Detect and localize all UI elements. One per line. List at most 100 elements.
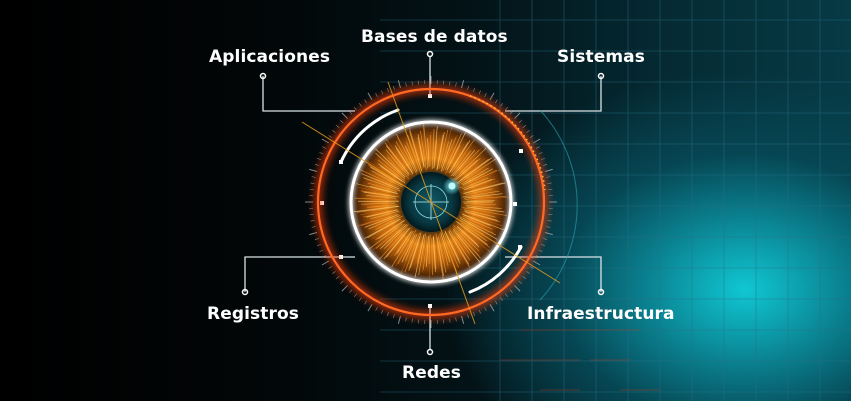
iris-fiber	[423, 124, 429, 169]
iris-fiber	[452, 230, 470, 254]
connector-dot	[597, 288, 605, 296]
iris-fiber	[436, 135, 444, 171]
hud-tick	[310, 182, 315, 184]
iris-fiber	[459, 216, 497, 236]
hud-tick	[367, 92, 373, 101]
iris-fiber	[459, 168, 486, 185]
hud-tick	[328, 266, 333, 269]
iris-fiber	[358, 187, 399, 196]
iris-fiber	[385, 145, 410, 175]
hud-tick	[411, 318, 413, 323]
hud-tick	[309, 168, 318, 172]
hud-tick	[314, 238, 319, 240]
connector-logs	[244, 256, 355, 292]
iris-fiber	[375, 220, 404, 240]
hud-tick	[505, 293, 509, 298]
iris-fiber	[418, 233, 427, 276]
iris-fiber	[377, 159, 406, 182]
iris-fiber	[453, 224, 480, 252]
hud-tick	[411, 81, 413, 86]
iris-fiber	[448, 142, 469, 174]
hud-tick	[518, 120, 522, 124]
hud-tick	[349, 111, 353, 115]
hud-tick	[381, 90, 384, 95]
hud-tick	[546, 176, 551, 178]
iris-fiber	[460, 222, 488, 242]
iris-fiber	[375, 215, 403, 230]
iris-fiber	[448, 230, 470, 265]
hud-tick	[484, 93, 487, 97]
iris-fiber	[465, 204, 502, 210]
iris-fiber	[456, 221, 488, 246]
iris-fiber	[376, 155, 406, 181]
iris-fiber	[353, 205, 399, 213]
iris-fiber	[451, 139, 475, 173]
hud-tick	[543, 164, 548, 166]
iris-fiber	[368, 223, 403, 250]
iris-fiber	[396, 230, 412, 254]
iris-fiber	[453, 147, 487, 180]
iris-fiber	[385, 138, 413, 177]
iris-fiber	[440, 127, 452, 169]
hud-tick	[341, 285, 348, 292]
iris-fiber	[404, 145, 418, 173]
iris-fiber	[367, 160, 402, 184]
iris-fiber	[464, 178, 496, 191]
iris-fiber	[444, 231, 461, 264]
iris-fiber	[457, 226, 480, 248]
hud-tick	[405, 82, 407, 87]
iris-fiber	[456, 221, 490, 248]
hud-tick	[340, 120, 344, 124]
connector-dot	[241, 288, 249, 296]
hud-tick	[532, 260, 541, 266]
iris-fiber	[461, 213, 504, 231]
iris-fiber	[384, 142, 410, 174]
iris-fiber	[420, 130, 427, 171]
hud-tick	[321, 138, 330, 144]
iris-fiber	[421, 237, 427, 273]
label-logs: Registros	[207, 304, 299, 324]
iris-fiber	[449, 140, 471, 173]
iris-fiber	[458, 158, 497, 185]
iris-fiber	[464, 196, 506, 200]
hud-tick	[349, 289, 353, 293]
hud-tick	[322, 255, 326, 258]
iris-fiber	[435, 137, 441, 167]
hud-tick	[495, 99, 498, 104]
iris-fiber	[367, 182, 397, 192]
iris-fiber	[378, 163, 406, 184]
iris-fiber	[396, 134, 417, 174]
iris-fiber	[375, 152, 405, 180]
iris-fiber	[456, 158, 481, 180]
iris-fiber	[386, 227, 407, 248]
iris-fibers	[353, 124, 509, 280]
connector-infrastructure	[505, 256, 602, 292]
hud-tick	[473, 87, 476, 92]
hud-tick	[478, 90, 481, 95]
iris-fiber	[364, 219, 400, 239]
hud-tick	[340, 280, 344, 284]
iris-fiber	[395, 141, 414, 172]
iris-fiber	[356, 206, 400, 213]
iris-fiber	[432, 236, 436, 272]
iris-fiber	[459, 217, 498, 240]
hud-tick	[547, 182, 552, 184]
hud-tick	[321, 260, 330, 266]
iris-fiber	[448, 229, 471, 261]
iris-fiber	[363, 177, 401, 192]
label-infrastructure: Infraestructura	[527, 304, 675, 324]
iris-fiber	[359, 169, 400, 188]
iris-fiber	[380, 165, 402, 182]
hud-tick	[341, 112, 348, 119]
hud-segment-upper-left	[339, 108, 400, 164]
hud-tick	[316, 157, 321, 160]
hud-tick	[328, 135, 333, 138]
iris-fiber	[371, 219, 403, 240]
iris-fiber	[383, 227, 410, 260]
hud-tick	[314, 164, 319, 166]
hud-tick	[532, 138, 541, 144]
iris-fiber	[456, 225, 478, 245]
hud-tick	[500, 297, 503, 301]
iris-fiber	[428, 234, 431, 264]
iris-fiber	[378, 220, 405, 239]
